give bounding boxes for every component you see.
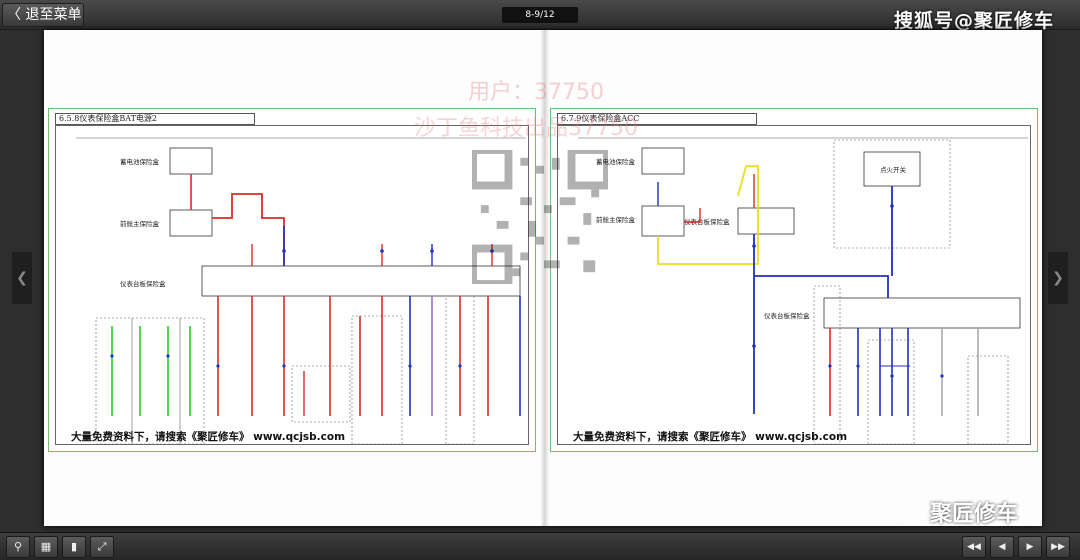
right-page-diagram: 6.7.9仪表保险盒ACC 蓄电池保险盒 前舱主保险盒 仪表台板保险盒 点火开关 (550, 108, 1038, 452)
next-page-icon[interactable]: ▶ (1018, 536, 1042, 558)
last-page-icon[interactable]: ▶▶ (1046, 536, 1070, 558)
bottom-toolbar: ⚲ ▦ ▮ ⤢ ◀◀ ◀ ▶ ▶▶ (0, 532, 1080, 560)
left-diagram-frame: 蓄电池保险盒 前舱主保险盒 仪表台板保险盒 (55, 125, 529, 445)
wechat-icon (896, 503, 924, 523)
first-page-icon[interactable]: ◀◀ (962, 536, 986, 558)
bookmark-icon[interactable]: ▮ (62, 536, 86, 558)
page-counter: 8-9/12 (502, 7, 578, 23)
right-ip-fuse-label-1: 仪表台板保险盒 (684, 217, 730, 226)
left-page-footer: 大量免费资料下，请搜索《聚匠修车》 www.qcjsb.com (71, 431, 346, 443)
left-page-title: 6.5.8仪表保险盒BAT电源2 (55, 113, 255, 125)
left-battery-fuse-label: 蓄电池保险盒 (120, 157, 160, 166)
left-ip-fuse-label: 仪表台板保险盒 (120, 279, 166, 288)
fullscreen-icon[interactable]: ⤢ (90, 536, 114, 558)
brand-watermark: 沙丁鱼科技出品37750 (414, 116, 638, 141)
right-battery-fuse-label: 蓄电池保险盒 (596, 157, 636, 166)
right-diagram-frame: 蓄电池保险盒 前舱主保险盒 仪表台板保险盒 点火开关 仪表台板保险盒 (557, 125, 1031, 445)
right-ip-fuse-label-2: 仪表台板保险盒 (764, 311, 810, 320)
open-book: 6.5.8仪表保险盒BAT电源2 蓄电池保险盒 前舱主保险盒 仪表台板保险盒 (44, 30, 1042, 526)
top-toolbar: 〈 退至菜单 8-9/12 搜狐号@聚匠修车 (0, 0, 1080, 32)
right-front-main-fuse-label: 前舱主保险盒 (596, 215, 636, 224)
prev-page-arrow[interactable]: ❮ (12, 252, 32, 304)
zoom-icon[interactable]: ⚲ (6, 536, 30, 558)
wechat-watermark: 聚匠修车 (930, 502, 1019, 527)
grid-icon[interactable]: ▦ (34, 536, 58, 558)
right-wiring-diagram: 蓄电池保险盒 前舱主保险盒 仪表台板保险盒 点火开关 仪表台板保险盒 (578, 137, 1028, 445)
qr-code-watermark (472, 150, 608, 284)
ignition-switch-label: 点火开关 (880, 165, 907, 174)
prev-page-icon[interactable]: ◀ (990, 536, 1014, 558)
left-wiring-diagram: 蓄电池保险盒 前舱主保险盒 仪表台板保险盒 (76, 137, 526, 445)
right-page-footer: 大量免费资料下，请搜索《聚匠修车》 www.qcjsb.com (573, 431, 848, 443)
left-front-main-fuse-label: 前舱主保险盒 (120, 219, 160, 228)
right-page-title: 6.7.9仪表保险盒ACC (557, 113, 757, 125)
user-watermark: 用户：37750 (468, 80, 604, 105)
back-to-menu-button[interactable]: 〈 退至菜单 (2, 3, 84, 27)
sohu-watermark: 搜狐号@聚匠修车 (893, 10, 1054, 32)
book-spine (540, 30, 550, 526)
next-page-arrow[interactable]: ❯ (1048, 252, 1068, 304)
left-page-diagram: 6.5.8仪表保险盒BAT电源2 蓄电池保险盒 前舱主保险盒 仪表台板保险盒 (48, 108, 536, 452)
